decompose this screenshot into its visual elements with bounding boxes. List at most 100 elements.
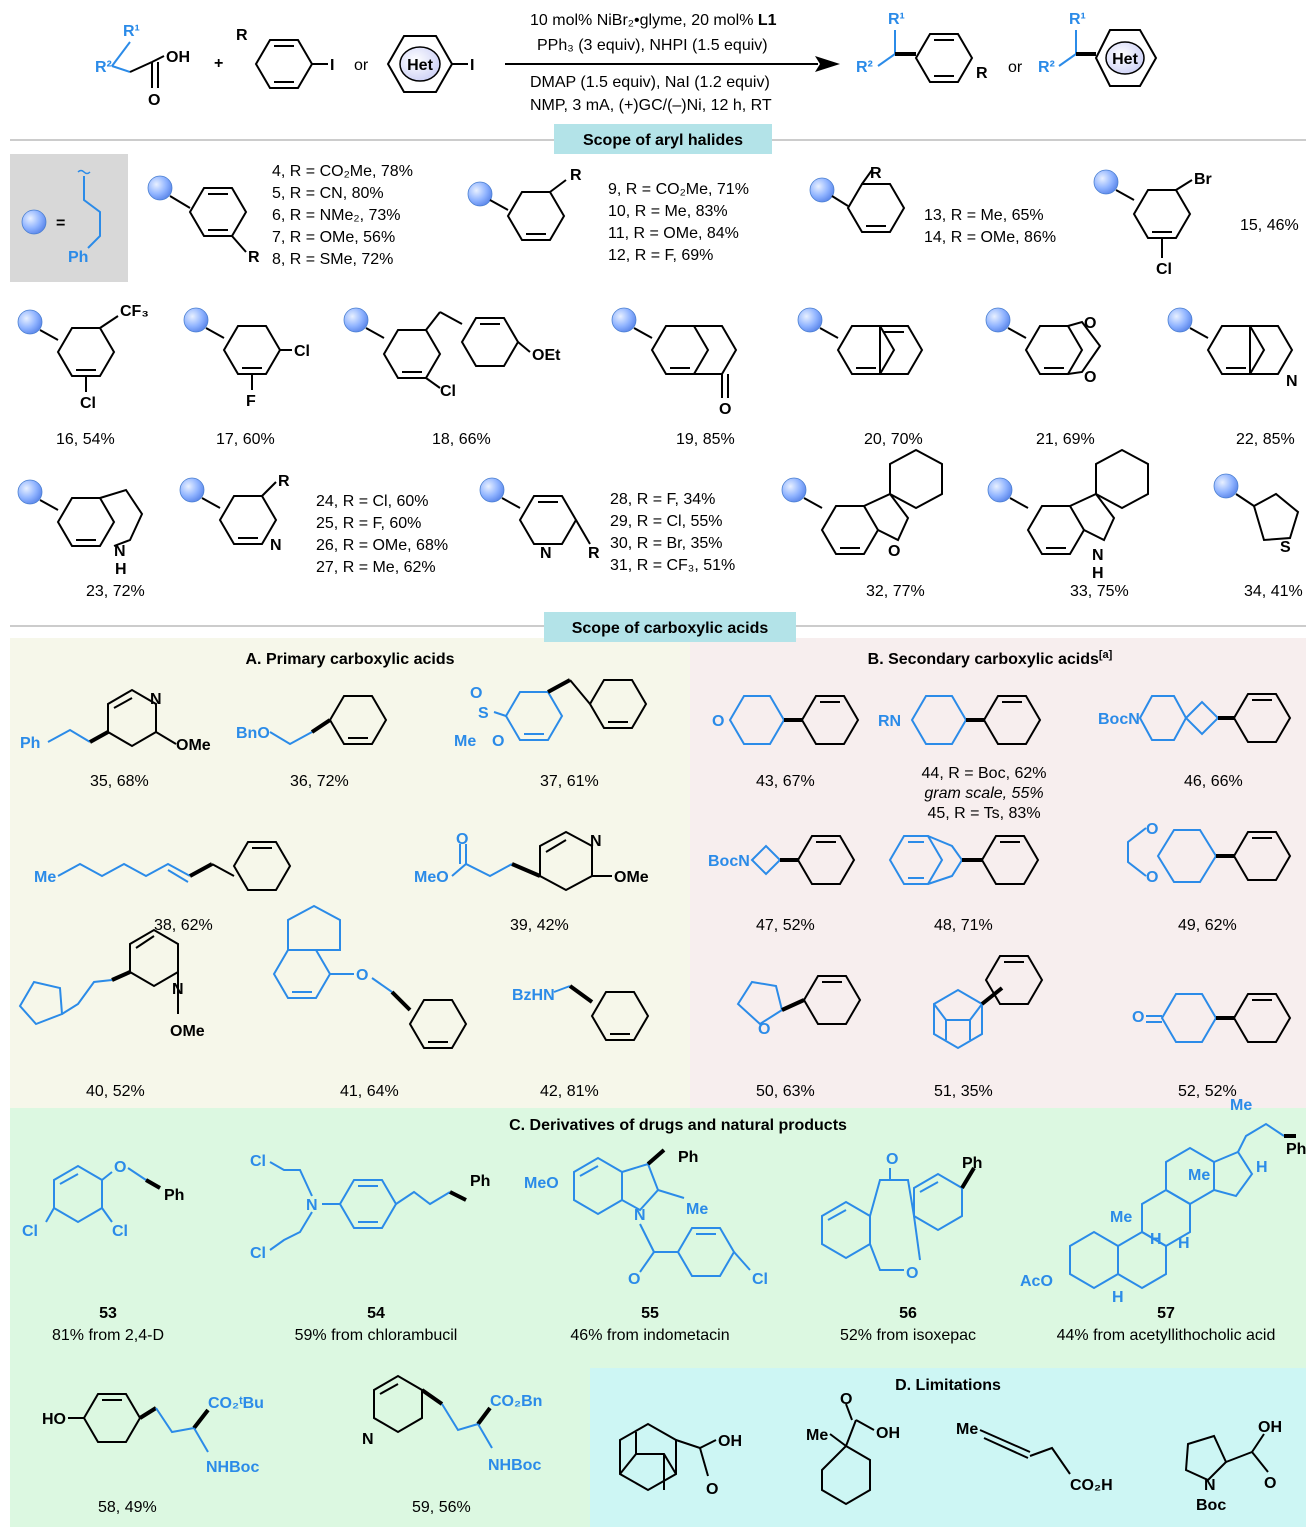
d4-oh: OH — [1258, 1419, 1282, 1436]
c57-aco: AcO — [1020, 1273, 1053, 1290]
aryl-r-label: R — [236, 27, 248, 44]
cmpd-7: 7, R = OMe, 56% — [272, 229, 395, 246]
cmpd-5: 5, R = CN, 80% — [272, 185, 384, 202]
compound-49: O O 49, 62% — [1127, 821, 1292, 934]
label-54: 54 — [367, 1305, 385, 1322]
label-43: 43, 67% — [756, 773, 815, 790]
c54-ph: Ph — [470, 1173, 490, 1190]
compound-36: BnO 36, 72% — [236, 695, 388, 790]
label-39: 39, 42% — [510, 917, 569, 934]
c53-ph: Ph — [164, 1187, 184, 1204]
compound-54: Cl Cl N Ph 54 59% from chlorambucil — [250, 1153, 490, 1344]
label-19: 19, 85% — [676, 431, 735, 448]
label-51: 51, 35% — [934, 1083, 993, 1100]
c54-cl1: Cl — [250, 1153, 266, 1170]
c39-o: O — [456, 831, 468, 848]
cmpd-14: 14, R = OMe, 86% — [924, 229, 1056, 246]
panel-d-title: D. Limitations — [895, 1377, 1001, 1394]
plus-sign: + — [214, 55, 223, 72]
cmpd-25: 25, R = F, 60% — [316, 515, 421, 532]
c32-o: O — [888, 543, 900, 560]
label-57-source: 44% from acetyllithocholic acid — [1057, 1327, 1276, 1344]
meta-list: 9, R = CO₂Me, 71% 10, R = Me, 83% 11, R … — [608, 181, 749, 264]
c36-bno: BnO — [236, 725, 270, 742]
ortho-aryl-structure: R — [809, 165, 906, 233]
d2-o: O — [840, 1391, 852, 1408]
panel-a-background — [10, 638, 690, 1108]
label-42: 42, 81% — [540, 1083, 599, 1100]
compound-35: Ph N OMe 35, 68% — [20, 688, 211, 790]
label-59: 59, 56% — [412, 1499, 471, 1516]
cmpd-9: 9, R = CO₂Me, 71% — [608, 181, 749, 198]
c35-ph: Ph — [20, 735, 40, 752]
c34-s: S — [1280, 539, 1291, 556]
label-32: 32, 77% — [866, 583, 925, 600]
compound-32: O 32, 77% — [781, 448, 943, 600]
c53-cl1: Cl — [22, 1223, 38, 1240]
c35-ome: OMe — [176, 737, 211, 754]
cmpd-28: 28, R = F, 34% — [610, 491, 715, 508]
reactant-aryl-iodide: R I — [236, 27, 334, 89]
c21-o1: O — [1084, 315, 1096, 332]
compound-19: O 19, 85% — [611, 307, 738, 448]
c55-ph: Ph — [678, 1149, 698, 1166]
pyr2-list: 24, R = Cl, 60% 25, R = F, 60% 26, R = O… — [316, 493, 448, 576]
compound-53: O Ph Cl Cl 53 81% from 2,4-D — [22, 1159, 184, 1344]
reactant-het-iodide: Het I — [386, 35, 474, 93]
label-50: 50, 63% — [756, 1083, 815, 1100]
c58-ho: HO — [42, 1411, 66, 1428]
compound-58: HO CO₂ᵗBu NHBoc 58, 49% — [42, 1393, 264, 1516]
compound-22: N 22, 85% — [1167, 307, 1298, 448]
c33-h: H — [1092, 565, 1104, 582]
cmpd-13: 13, R = Me, 65% — [924, 207, 1044, 224]
r1-label: R¹ — [123, 23, 140, 40]
c43-o: O — [712, 713, 724, 730]
c57-me1: Me — [1188, 1167, 1210, 1184]
c56-o1: O — [886, 1151, 898, 1168]
compound-40: N OMe 40, 52% — [18, 928, 205, 1100]
label-34: 34, 41% — [1244, 583, 1303, 600]
c50-o: O — [758, 1021, 770, 1038]
prod-r: R — [976, 65, 988, 82]
label-45: 45, R = Ts, 83% — [927, 805, 1040, 822]
c18-cl: Cl — [440, 383, 456, 400]
compound-44-45: RN 44, R = Boc, 62% gram scale, 55% 45, … — [878, 695, 1047, 822]
pyridine-2-structure: R N — [179, 473, 290, 554]
label-54-source: 59% from chlorambucil — [295, 1327, 458, 1344]
label-49: 49, 62% — [1178, 917, 1237, 934]
label-55-source: 46% from indometacin — [570, 1327, 729, 1344]
c57-h2: H — [1150, 1231, 1162, 1248]
c52-o: O — [1132, 1009, 1144, 1026]
compound-39: MeO O N OMe 39, 42% — [414, 830, 649, 934]
label-55: 55 — [641, 1305, 659, 1322]
c40-n: N — [172, 981, 184, 998]
product-aryl: R¹ R² R — [856, 11, 988, 83]
prod-r2: R² — [856, 59, 873, 76]
label-57: 57 — [1157, 1305, 1175, 1322]
c57-ph: Ph — [1286, 1141, 1306, 1158]
product-het: Het R¹ R² — [1038, 11, 1158, 87]
c44-rn: RN — [878, 713, 901, 730]
d3-co2h: CO₂H — [1070, 1477, 1113, 1494]
prod-r1: R¹ — [888, 11, 905, 28]
c46-bocn: BocN — [1098, 711, 1140, 728]
pyr3-list: 28, R = F, 34% 29, R = Cl, 55% 30, R = B… — [610, 491, 735, 574]
label-56-source: 52% from isoxepac — [840, 1327, 976, 1344]
label-17: 17, 60% — [216, 431, 275, 448]
cmpd-11: 11, R = OMe, 84% — [608, 225, 739, 242]
compound-34: S 34, 41% — [1213, 473, 1303, 600]
cmpd-27: 27, R = Me, 62% — [316, 559, 436, 576]
cmpd-12: 12, R = F, 69% — [608, 247, 713, 264]
prod2-r2: R² — [1038, 59, 1055, 76]
label-20: 20, 70% — [864, 431, 923, 448]
c39-ome: OMe — [614, 869, 649, 886]
label-44: 44, R = Boc, 62% — [922, 765, 1047, 782]
compound-56: O O Ph 56 52% from isoxepac — [821, 1151, 982, 1344]
c18-oet: OEt — [532, 347, 561, 364]
label-41: 41, 64% — [340, 1083, 399, 1100]
d1-o: O — [706, 1481, 718, 1498]
compound-43: O 43, 67% — [712, 695, 860, 790]
c23-n: N — [114, 543, 126, 560]
c39-meo: MeO — [414, 869, 449, 886]
c38-me: Me — [34, 869, 56, 886]
